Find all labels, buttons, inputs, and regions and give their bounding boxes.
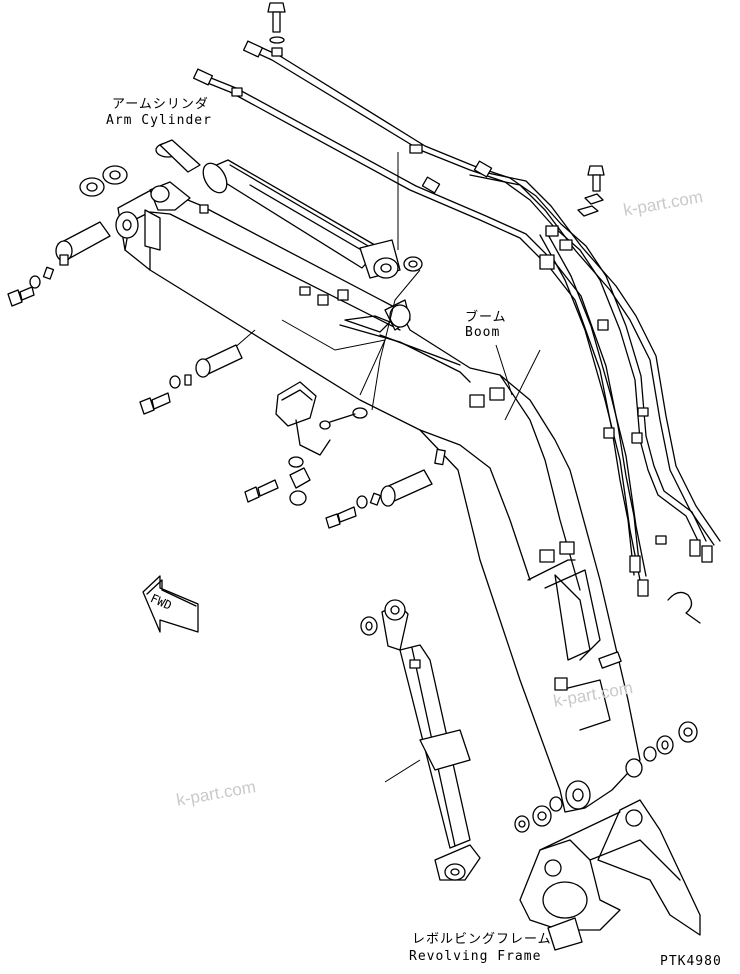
revolving-frame: [519, 799, 701, 951]
boom-label-en: Boom: [465, 325, 501, 340]
right-bolt: [577, 165, 605, 217]
revolving-frame-label-jp: レボルビングフレーム: [412, 932, 552, 947]
mid-pin-parts: [139, 344, 243, 415]
top-bolt: [267, 2, 286, 44]
fwd-arrow: [142, 575, 199, 633]
boom: [79, 165, 643, 813]
leader-lines: [231, 152, 541, 783]
hydraulic-lines: [192, 40, 721, 624]
light-assembly: [244, 381, 368, 506]
boom-label-jp: ブーム: [465, 310, 507, 325]
boom-pin-parts: [7, 221, 111, 307]
drawing-code: PTK4980: [660, 954, 722, 969]
arm-cylinder-label-en: Arm Cylinder: [106, 113, 212, 128]
foot-pin-parts: [514, 721, 698, 833]
arm-cylinder-label-jp: アームシリンダ: [112, 97, 209, 112]
revolving-frame-label-en: Revolving Frame: [409, 949, 542, 964]
boom-cylinder: [360, 599, 481, 881]
arm-cylinder: [155, 139, 423, 279]
cylinder-pin-parts: [325, 448, 446, 529]
